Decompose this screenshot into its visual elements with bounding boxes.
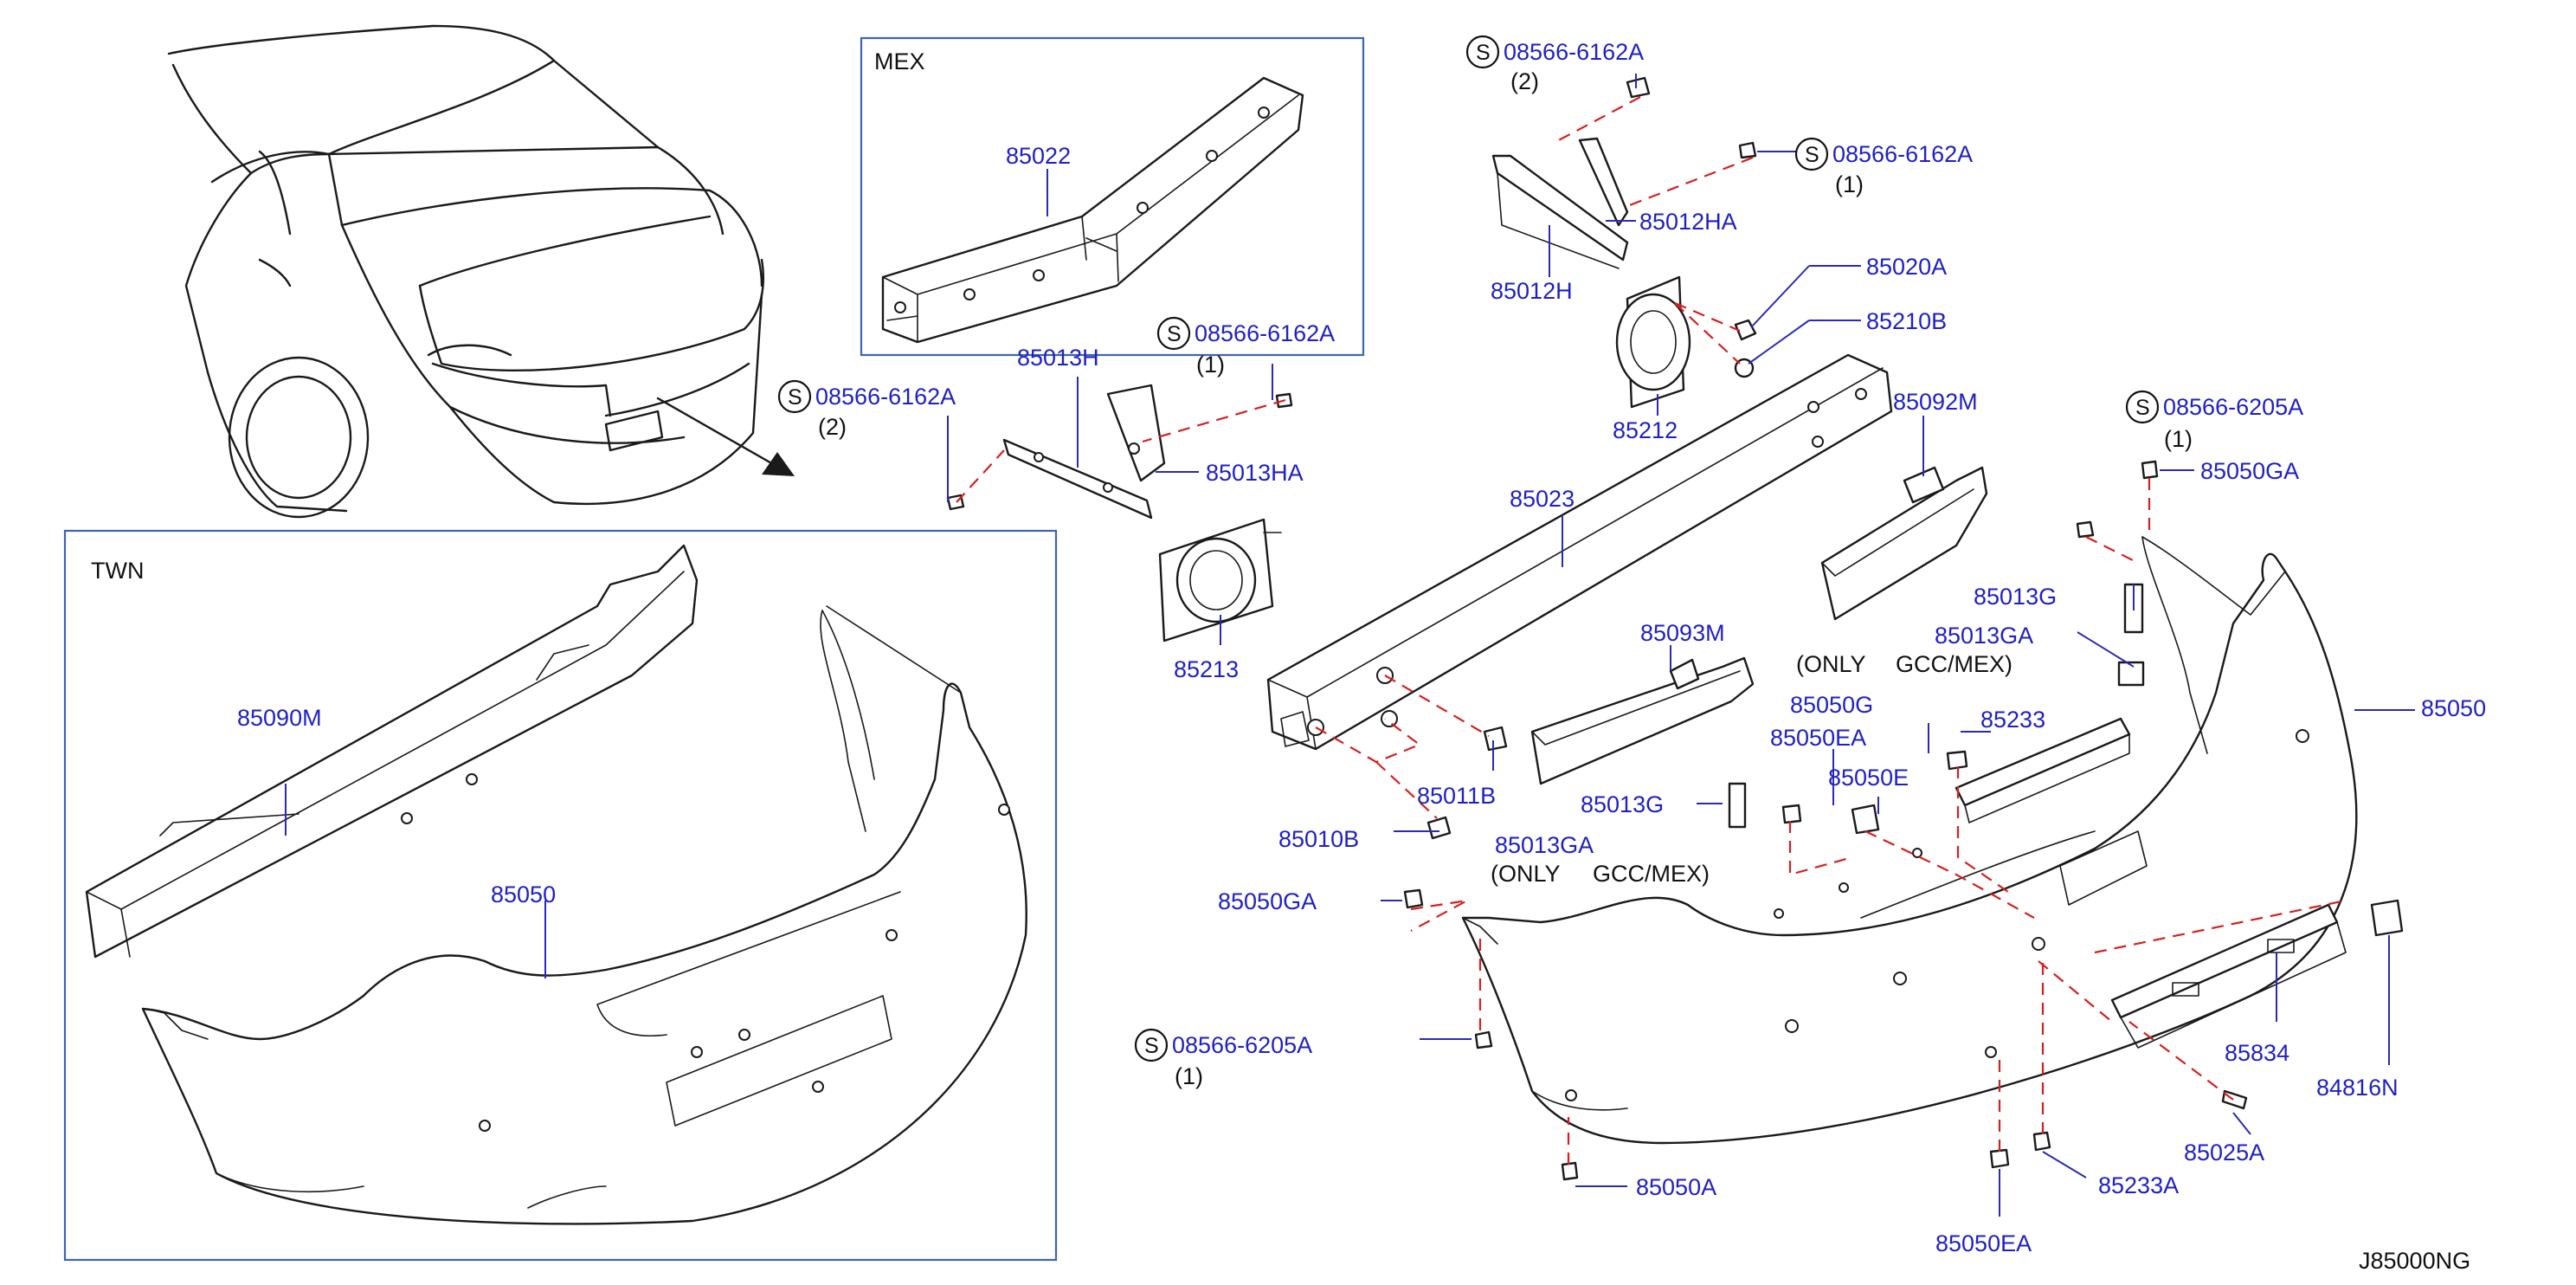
label-screw-2: 08566-6162A	[1832, 141, 1973, 167]
qty-screw-1: (2)	[1510, 68, 1539, 94]
label-85233A: 85233A	[2098, 1172, 2179, 1198]
main-parts	[946, 76, 2404, 1181]
dashed-links	[956, 96, 2347, 1165]
label-85050G: 85050G	[1790, 692, 1873, 718]
label-85050GA-top: 85050GA	[2200, 458, 2299, 484]
label-85233: 85233	[1980, 707, 2045, 733]
label-screw-1: 08566-6162A	[1504, 39, 1644, 65]
screw-symbol-1	[1465, 35, 1500, 69]
label-84816N: 84816N	[2316, 1075, 2399, 1101]
label-85090M: 85090M	[237, 705, 322, 731]
label-85010B: 85010B	[1278, 826, 1359, 852]
label-85050A: 85050A	[1636, 1174, 1716, 1200]
screw-symbols: S S S S S S	[777, 35, 2160, 1062]
label-screw-3: 08566-6162A	[815, 384, 956, 410]
label-85210B: 85210B	[1866, 308, 1947, 334]
qty-screw-3: (2)	[818, 414, 847, 440]
label-85013H: 85013H	[1017, 345, 1099, 371]
note-only-left-b: GCC/MEX)	[1593, 861, 1710, 887]
qty-screw-4: (1)	[1196, 352, 1225, 378]
label-85050-twn: 85050	[491, 881, 556, 907]
part-labels: 85022 85013H 85013HA 85213 85012H 85012H…	[237, 39, 2486, 1256]
label-85013GA-left: 85013GA	[1495, 832, 1594, 858]
label-85212: 85212	[1613, 417, 1678, 443]
mex-box-title: MEX	[874, 48, 925, 74]
screw-symbol-1-text: S	[1476, 41, 1491, 65]
screw-symbol-5	[2125, 390, 2160, 424]
label-85092M: 85092M	[1893, 389, 1978, 415]
label-85023: 85023	[1510, 486, 1575, 512]
screw-symbol-4	[1156, 316, 1191, 351]
label-85050GA-left: 85050GA	[1218, 888, 1317, 914]
label-85050-right: 85050	[2421, 695, 2486, 721]
qty-screw-5: (1)	[2164, 426, 2193, 452]
label-85012HA: 85012HA	[1639, 209, 1737, 235]
label-85834: 85834	[2225, 1040, 2289, 1066]
screw-symbol-3-text: S	[788, 385, 802, 410]
mex-box: MEX	[860, 36, 1365, 357]
screw-symbol-2-text: S	[1805, 143, 1819, 167]
leader-lines	[285, 74, 2415, 1217]
label-85013G-left: 85013G	[1581, 791, 1664, 817]
quantities: (2) (1) (2) (1) (1) (1)	[818, 68, 2193, 1089]
label-85050EA-bottom: 85050EA	[1935, 1230, 2032, 1256]
label-85013G-right: 85013G	[1974, 584, 2057, 610]
qty-screw-2: (1)	[1835, 171, 1864, 197]
label-screw-6: 08566-6205A	[1172, 1032, 1312, 1058]
label-85093M: 85093M	[1640, 620, 1725, 646]
label-85013GA-right: 85013GA	[1935, 623, 2033, 649]
screw-symbol-5-text: S	[2135, 396, 2150, 420]
label-85050E: 85050E	[1828, 765, 1909, 791]
notes: (ONLY GCC/MEX) (ONLY GCC/MEX)	[1491, 651, 2012, 887]
qty-screw-6: (1)	[1175, 1063, 1203, 1089]
label-85012H: 85012H	[1491, 278, 1573, 304]
note-only-right-a: (ONLY	[1796, 651, 1866, 677]
screw-symbol-6-text: S	[1144, 1034, 1159, 1058]
screw-symbol-4-text: S	[1167, 322, 1182, 346]
note-only-left-a: (ONLY	[1491, 861, 1561, 887]
label-screw-4: 08566-6162A	[1195, 320, 1335, 346]
screw-symbol-6	[1134, 1028, 1169, 1062]
car-rear-view	[167, 24, 795, 519]
label-85013HA: 85013HA	[1206, 460, 1304, 486]
note-only-right-b: GCC/MEX)	[1896, 651, 2012, 677]
label-85050EA-mid: 85050EA	[1770, 725, 1866, 751]
label-85025A: 85025A	[2184, 1140, 2264, 1166]
diagram-id: J85000NG	[2359, 1248, 2470, 1274]
label-85020A: 85020A	[1866, 254, 1947, 280]
label-85022: 85022	[1006, 143, 1071, 169]
label-screw-5: 08566-6205A	[2163, 394, 2303, 420]
twn-box: TWN	[63, 529, 1058, 1262]
label-85011B: 85011B	[1417, 783, 1496, 809]
screw-symbol-2	[1794, 137, 1829, 171]
screw-symbol-3	[777, 379, 812, 414]
twn-box-title: TWN	[91, 558, 144, 584]
label-85213: 85213	[1174, 656, 1239, 682]
